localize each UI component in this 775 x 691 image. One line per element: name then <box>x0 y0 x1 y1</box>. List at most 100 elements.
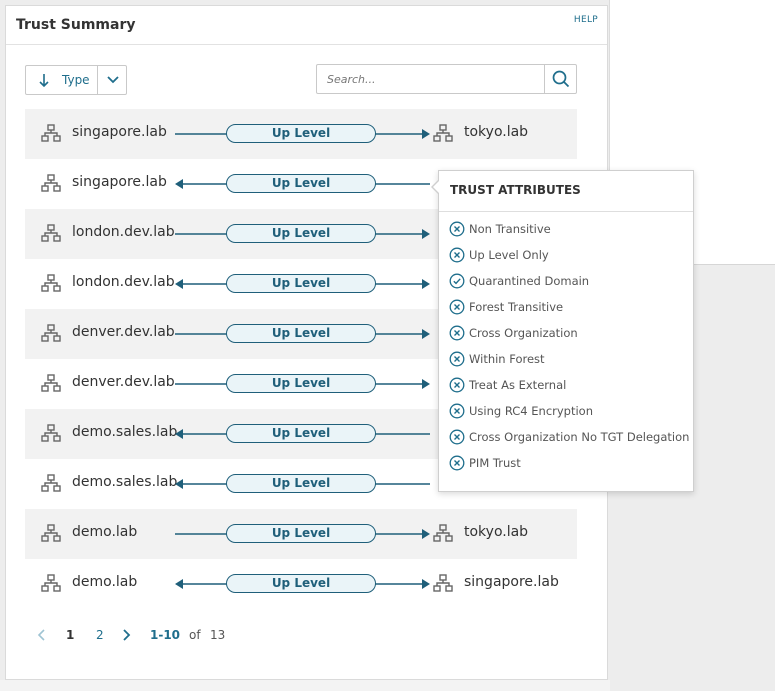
attribute-item: Non Transitive <box>449 220 689 246</box>
domain-icon <box>41 174 61 192</box>
attribute-label: Quarantined Domain <box>469 274 590 288</box>
search-button[interactable] <box>544 65 576 93</box>
trust-level-pill[interactable]: Up Level <box>226 374 376 393</box>
attribute-item: Cross Organization <box>449 324 689 350</box>
domain-icon <box>41 124 61 142</box>
target-domain: tokyo.lab <box>464 124 529 140</box>
search-icon <box>552 70 570 88</box>
trust-level-pill[interactable]: Up Level <box>226 324 376 343</box>
source-domain: denver.dev.lab <box>72 324 175 340</box>
domain-icon <box>41 574 61 592</box>
trust-row[interactable]: demo.sales.lab Up Level <box>25 459 577 509</box>
attribute-label: Non Transitive <box>469 222 551 236</box>
search-box <box>316 64 577 94</box>
trust-attributes-popover: TRUST ATTRIBUTES Non Transitive Up Level … <box>431 170 694 492</box>
sort-label: Type <box>62 73 90 87</box>
source-domain: demo.lab <box>72 574 138 590</box>
x-circle-icon <box>449 403 465 419</box>
pagination: 1 2 1-10 of 13 <box>30 625 330 645</box>
trust-row[interactable]: london.dev.lab Up Level <box>25 259 577 309</box>
domain-icon <box>41 424 61 442</box>
arrow-down-icon <box>39 74 49 88</box>
attribute-label: Forest Transitive <box>469 300 564 314</box>
x-circle-icon <box>449 455 465 471</box>
domain-icon <box>433 574 453 592</box>
trust-level-pill[interactable]: Up Level <box>226 224 376 243</box>
trust-row[interactable]: demo.lab Up Level tokyo.lab <box>25 509 577 559</box>
trust-level-pill[interactable]: Up Level <box>226 524 376 543</box>
attribute-label: Cross Organization <box>469 326 578 340</box>
domain-icon <box>41 224 61 242</box>
page-of-label: of <box>189 628 201 642</box>
sort-control: Type <box>25 65 127 95</box>
trust-level-pill[interactable]: Up Level <box>226 124 376 143</box>
trust-level-pill[interactable]: Up Level <box>226 474 376 493</box>
x-circle-icon <box>449 221 465 237</box>
page-total: 13 <box>210 628 226 642</box>
attribute-item: Within Forest <box>449 350 689 376</box>
chevron-left-icon[interactable] <box>36 628 48 642</box>
attribute-item: Cross Organization No TGT Delegation <box>449 428 689 454</box>
target-domain: singapore.lab <box>464 574 559 590</box>
source-domain: london.dev.lab <box>72 224 175 240</box>
trust-level-pill[interactable]: Up Level <box>226 274 376 293</box>
source-domain: singapore.lab <box>72 174 167 190</box>
x-circle-icon <box>449 377 465 393</box>
trust-row[interactable]: singapore.lab Up Level <box>25 159 577 209</box>
x-circle-icon <box>449 325 465 341</box>
check-circle-icon <box>449 273 465 289</box>
popover-caret-inner <box>433 180 440 194</box>
source-domain: demo.sales.lab <box>72 474 178 490</box>
x-circle-icon <box>449 247 465 263</box>
popover-divider <box>439 211 693 212</box>
domain-icon <box>433 124 453 142</box>
trust-row[interactable]: demo.lab Up Level singapore.lab <box>25 559 577 609</box>
panel-title: Trust Summary <box>16 17 136 33</box>
attribute-item: Quarantined Domain <box>449 272 689 298</box>
source-domain: london.dev.lab <box>72 274 175 290</box>
sort-button[interactable]: Type <box>26 66 98 94</box>
trust-level-pill[interactable]: Up Level <box>226 574 376 593</box>
target-domain: tokyo.lab <box>464 524 529 540</box>
bottom-strip <box>0 680 610 691</box>
help-link[interactable]: HELP <box>573 15 598 25</box>
attribute-label: Within Forest <box>469 352 545 366</box>
attribute-item: Up Level Only <box>449 246 689 272</box>
attribute-item: PIM Trust <box>449 454 689 480</box>
x-circle-icon <box>449 351 465 367</box>
domain-icon <box>41 324 61 342</box>
trust-row[interactable]: singapore.lab Up Level tokyo.lab <box>25 109 577 159</box>
source-domain: demo.sales.lab <box>72 424 178 440</box>
domain-icon <box>41 524 61 542</box>
trust-level-pill[interactable]: Up Level <box>226 424 376 443</box>
chevron-down-icon[interactable] <box>106 74 120 86</box>
domain-icon <box>41 274 61 292</box>
page-range: 1-10 <box>150 628 181 642</box>
chevron-right-icon[interactable] <box>120 628 132 642</box>
domain-icon <box>41 474 61 492</box>
trust-level-pill[interactable]: Up Level <box>226 174 376 193</box>
attribute-label: Cross Organization No TGT Delegation <box>469 430 690 444</box>
page-1[interactable]: 1 <box>66 628 75 642</box>
page-2[interactable]: 2 <box>96 628 104 642</box>
attribute-label: Up Level Only <box>469 248 549 262</box>
search-input[interactable] <box>317 65 544 93</box>
attribute-label: PIM Trust <box>469 456 521 470</box>
attribute-item: Treat As External <box>449 376 689 402</box>
source-domain: demo.lab <box>72 524 138 540</box>
domain-icon <box>41 374 61 392</box>
attribute-item: Using RC4 Encryption <box>449 402 689 428</box>
source-domain: denver.dev.lab <box>72 374 175 390</box>
trust-row[interactable]: denver.dev.lab Up Level <box>25 359 577 409</box>
x-circle-icon <box>449 299 465 315</box>
domain-icon <box>433 524 453 542</box>
source-domain: singapore.lab <box>72 124 167 140</box>
attribute-label: Treat As External <box>469 378 567 392</box>
popover-title: TRUST ATTRIBUTES <box>450 183 581 197</box>
x-circle-icon <box>449 429 465 445</box>
attribute-item: Forest Transitive <box>449 298 689 324</box>
panel-header: Trust Summary HELP <box>6 6 607 45</box>
attribute-label: Using RC4 Encryption <box>469 404 594 418</box>
